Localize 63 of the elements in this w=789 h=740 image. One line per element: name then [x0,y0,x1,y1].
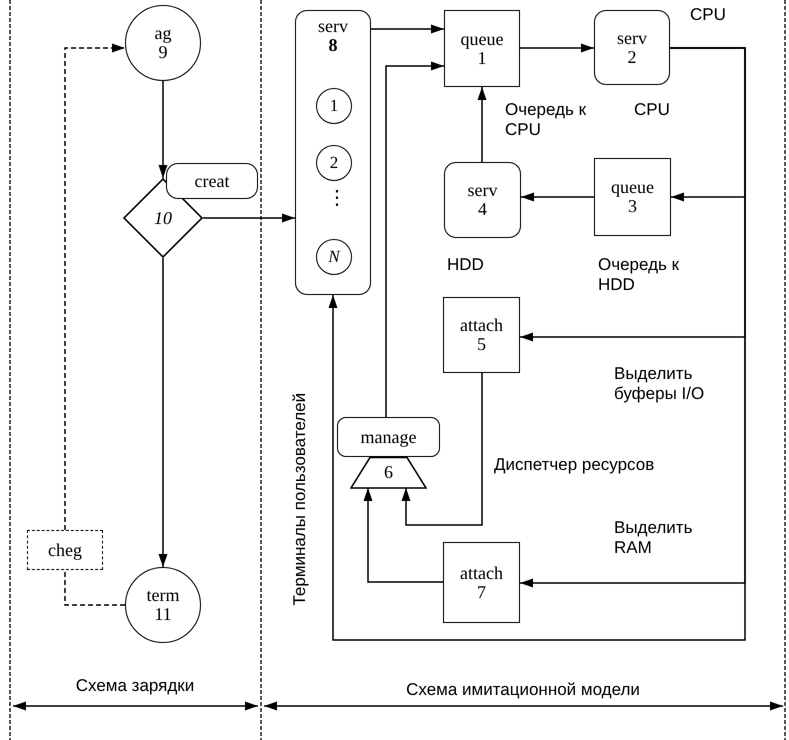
process-box [444,10,520,87]
block-number: 8 [328,36,338,55]
arrow [520,44,594,52]
action-caption: Выделить буферы I/O [614,364,706,405]
process-box [594,158,671,236]
block-number: 3 [628,197,637,216]
block-number: 2 [628,48,636,66]
terminal-circle [316,239,352,275]
arrow [371,24,444,34]
block-type-label: serv [617,28,647,48]
ellipsis: ⋮ [327,186,347,210]
terminal-circle [316,88,352,124]
queue-caption: Очередь к HDD [598,255,680,296]
arrow [158,81,168,178]
block-type-label: manage [360,428,416,446]
arrow [158,258,168,567]
arrow [385,62,444,417]
arrow [521,192,594,202]
arrow [478,87,486,162]
block-number: 6 [384,463,393,482]
dashed-box [27,530,103,570]
arrow [328,47,746,641]
dispatcher-caption: Диспетчер ресурсов [494,455,654,476]
block-number: 11 [154,605,172,624]
arrow [364,488,443,583]
block-type-label: ag [154,24,172,43]
block-type-label: serv [318,17,348,36]
rounded-process-box [594,10,670,85]
process-box [443,542,520,623]
cpu-label: CPU [634,100,670,120]
terminal-group-block [295,10,371,295]
process-box [443,297,520,373]
block-number: 1 [478,48,486,68]
node-label: creat [194,172,230,190]
rounded-process-box [166,163,258,199]
block-type-label: attach [460,316,503,335]
block-number: 4 [478,200,487,219]
dashed-connector [64,570,125,606]
block-number: 9 [158,43,168,62]
hdd-label: HDD [447,255,484,276]
block-number: 5 [477,335,486,354]
cpu-label: CPU [690,5,726,26]
block-type-label: queue [460,30,504,48]
node-label: N [328,248,340,266]
vertical-caption: Терминалы пользователей [290,392,310,608]
section-title: Схема имитационной модели [405,680,641,700]
block-type-label: attach [460,564,503,582]
block-type-label: term [146,586,180,605]
node-label: 1 [330,97,338,115]
node-label: 10 [154,208,172,228]
block-type-label: queue [611,178,654,197]
block-number: 7 [477,582,486,602]
block-type-label: serv [468,181,498,200]
arrow [402,373,483,526]
arrow [203,214,295,222]
node-label: 2 [330,154,338,172]
rounded-process-box [444,162,521,238]
dashed-connector [64,44,125,530]
node-label: cheg [48,540,82,560]
terminal-circle [316,145,352,181]
queue-caption: Очередь к CPU [505,100,588,141]
section-title: Схема зарядки [74,676,196,696]
action-caption: Выделить RAM [614,518,694,559]
